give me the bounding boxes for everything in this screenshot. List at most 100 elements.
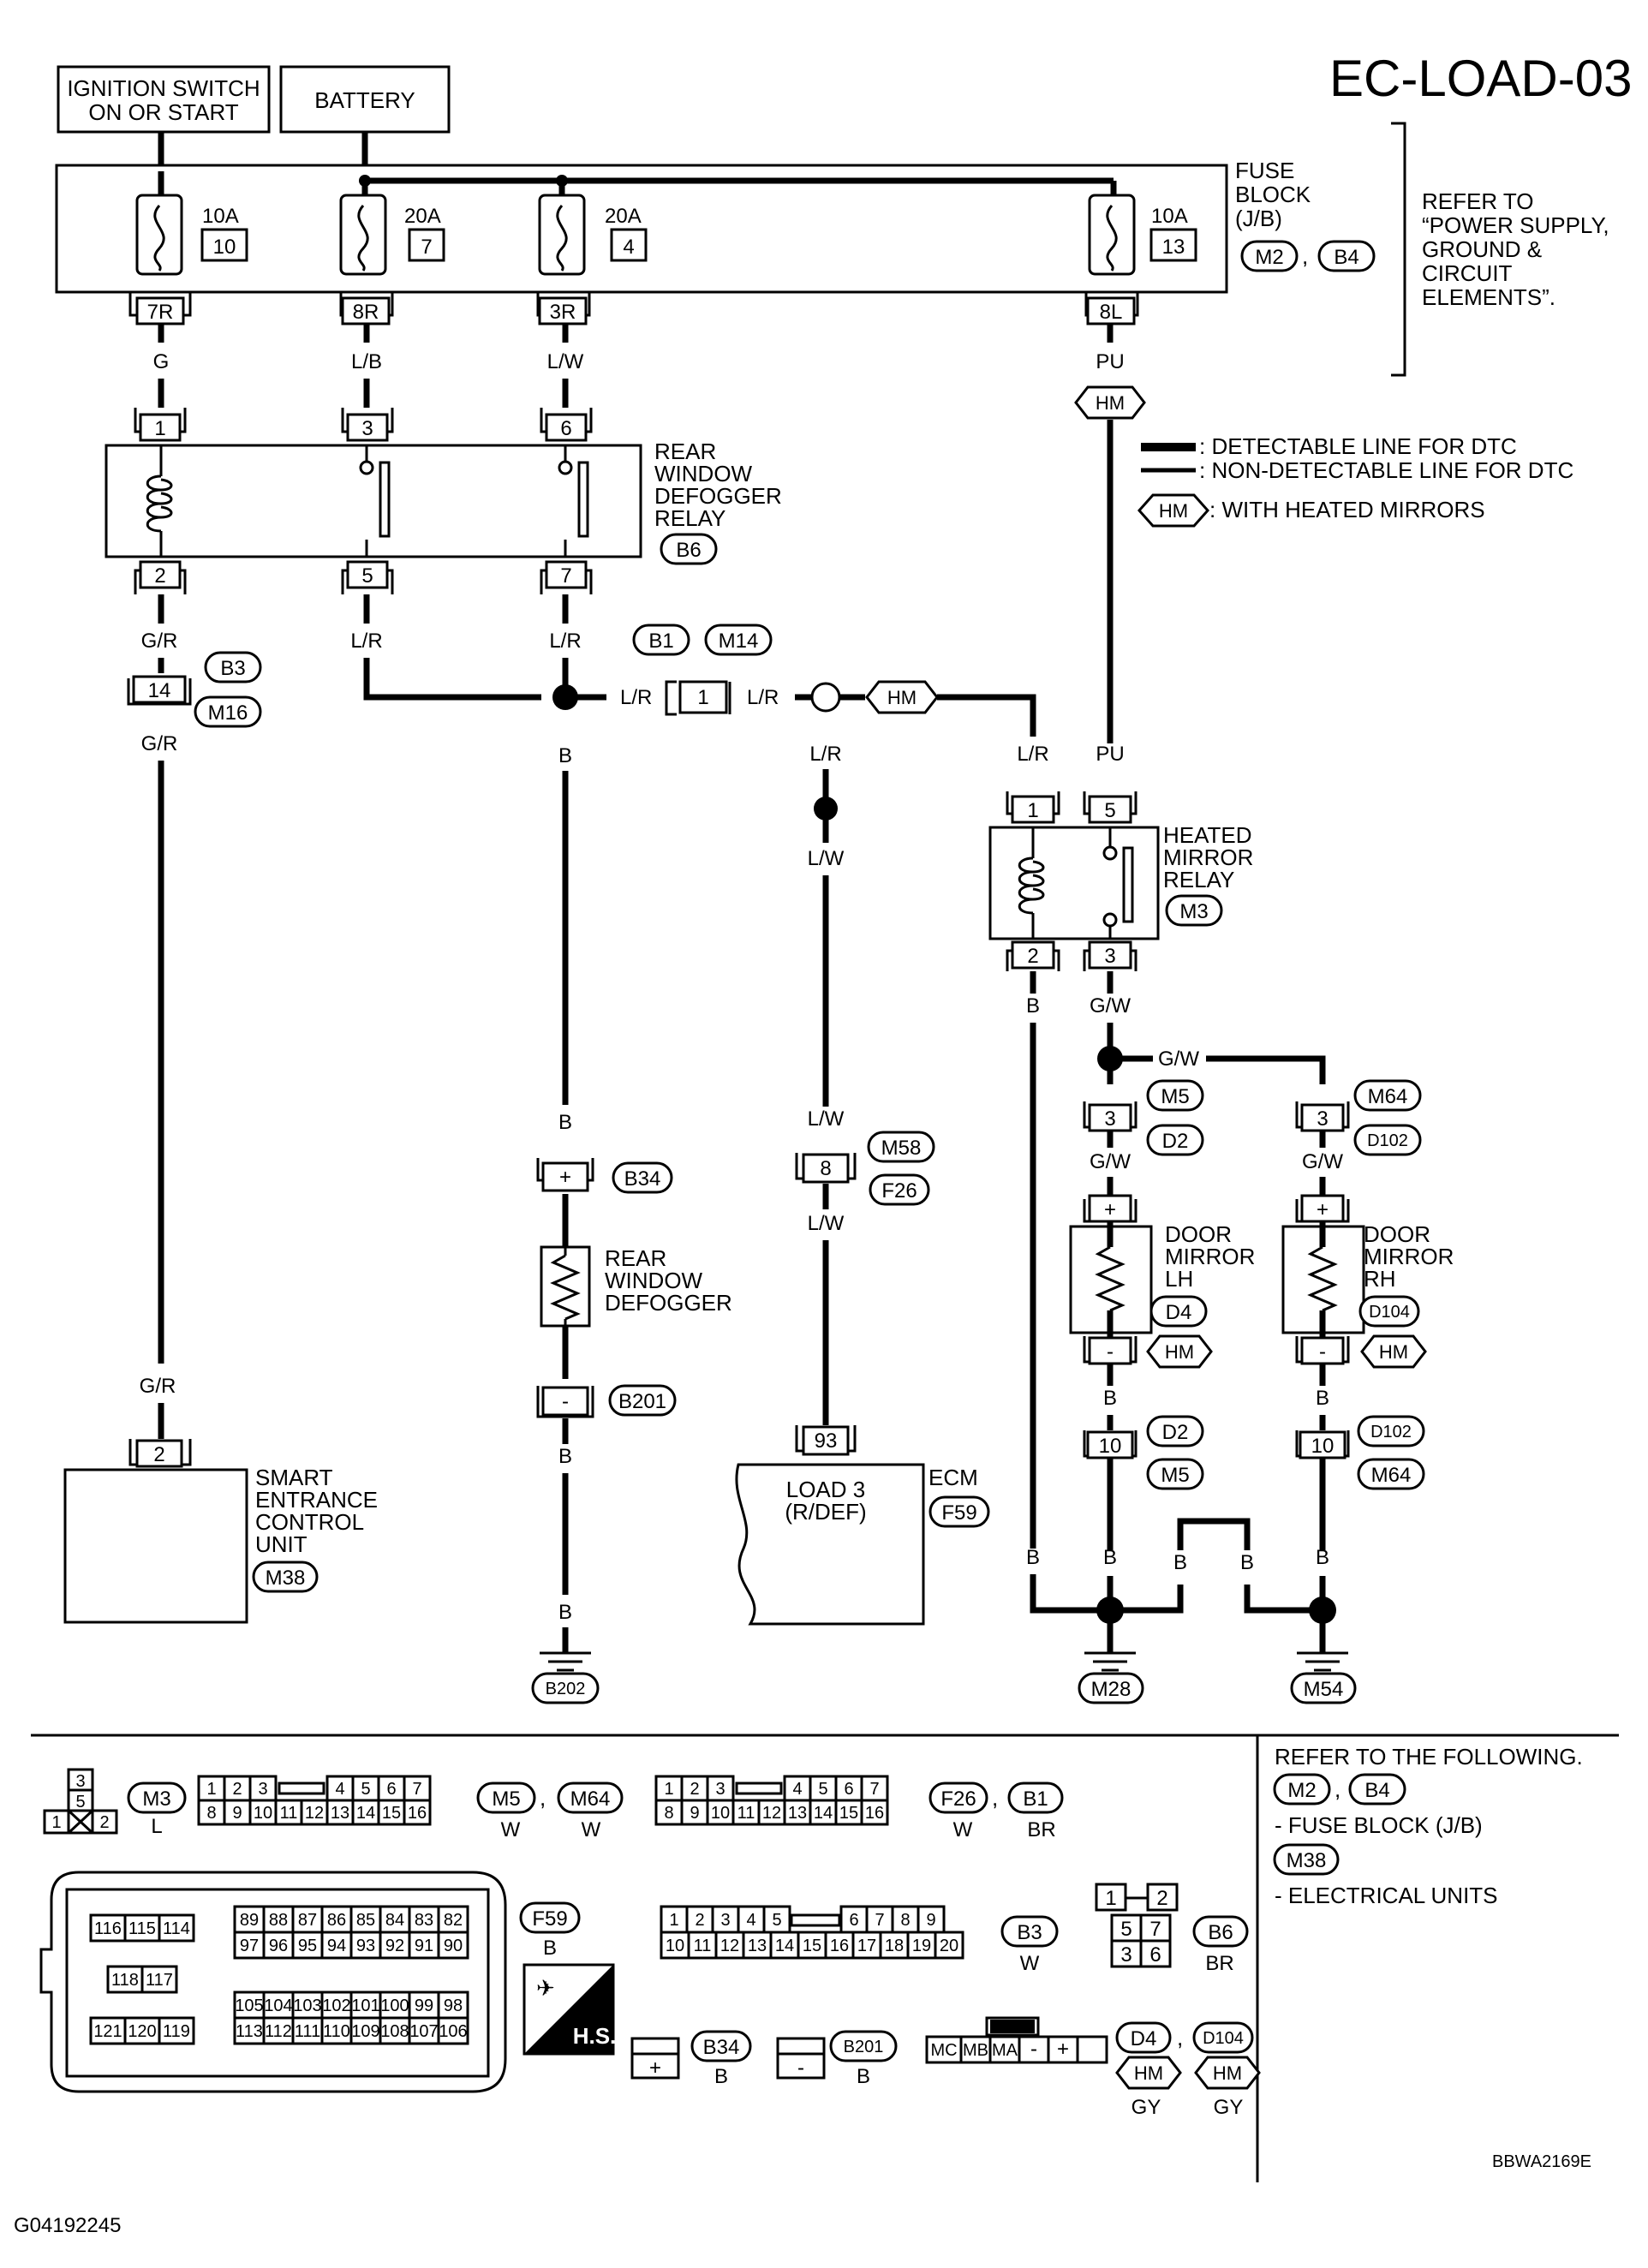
svg-text:5: 5: [1120, 1918, 1132, 1941]
svg-text:6: 6: [1149, 1943, 1161, 1967]
connector-pin: 114: [163, 1919, 190, 1938]
svg-text:D4: D4: [1166, 1301, 1192, 1324]
svg-text:M5: M5: [1161, 1464, 1189, 1487]
svg-text:D2: D2: [1162, 1421, 1189, 1444]
fuse-13: 10A 13: [1088, 194, 1197, 276]
connector-pin: 12: [720, 1937, 739, 1955]
svg-text:+: +: [1057, 2038, 1069, 2061]
figure-code-left: G04192245: [14, 2214, 121, 2237]
svg-text:3: 3: [1104, 1107, 1115, 1131]
connector-pin: 121: [93, 2022, 122, 2041]
connector-pin: 1: [664, 1780, 673, 1799]
svg-text:L/W: L/W: [808, 1212, 845, 1235]
svg-text:F59: F59: [941, 1501, 976, 1525]
svg-text:,: ,: [1177, 2025, 1183, 2050]
fuse-7: 20A 7: [339, 194, 445, 276]
battery-label: BATTERY: [314, 87, 415, 113]
svg-text:B201: B201: [618, 1390, 666, 1413]
svg-text:-: -: [1107, 1340, 1114, 1364]
connector-pin: 86: [327, 1911, 346, 1930]
svg-text:M64: M64: [1371, 1464, 1412, 1487]
svg-text:3: 3: [1120, 1943, 1132, 1967]
connector-pin: 9: [926, 1911, 935, 1930]
legend-detectable: : DETECTABLE LINE FOR DTC: [1199, 433, 1517, 459]
wire-lw-label: L/W: [547, 350, 584, 373]
door-mirror-rh: 3 M64 D102 G/W + - HM DOOR MIRROR RH D10…: [1281, 1079, 1454, 1490]
svg-text:2: 2: [1027, 945, 1038, 968]
connector-pin: 113: [236, 2022, 263, 2041]
connector-pin: 104: [264, 1996, 292, 2015]
svg-text:B: B: [1103, 1387, 1117, 1410]
ground-m54: M54: [1290, 1651, 1357, 1704]
connector-pin: 6: [849, 1911, 858, 1930]
svg-text:B: B: [1173, 1551, 1187, 1574]
svg-text:-: -: [1319, 1340, 1326, 1364]
ignition-label-1: IGNITION SWITCH: [67, 75, 260, 101]
connector-14: 14 B3 M16: [127, 651, 262, 728]
connector-pin: 3: [258, 1780, 267, 1799]
svg-text:BR: BR: [1027, 1818, 1055, 1841]
svg-text:B: B: [1316, 1387, 1329, 1410]
svg-text:D104: D104: [1203, 2029, 1244, 2048]
svg-text:HM: HM: [1159, 500, 1188, 522]
connector-pin: 10: [711, 1804, 730, 1823]
svg-text:BR: BR: [1205, 1952, 1233, 1975]
svg-text:B201: B201: [844, 2038, 884, 2056]
svg-text:HM: HM: [1096, 392, 1125, 414]
svg-text:M5: M5: [492, 1788, 520, 1811]
connector-pin: 9: [690, 1804, 699, 1823]
svg-text:DOOR: DOOR: [1165, 1221, 1232, 1247]
connector-pin: 14: [356, 1804, 375, 1823]
svg-text:-: -: [797, 2056, 804, 2080]
svg-text:B: B: [543, 1937, 557, 1960]
connector-pin: 117: [146, 1971, 173, 1990]
connector-pin: 98: [444, 1996, 463, 2015]
connector-pin: 2: [232, 1780, 242, 1799]
svg-text:+: +: [649, 2056, 661, 2080]
svg-text:GY: GY: [1132, 2096, 1161, 2119]
connector-pin: 82: [444, 1911, 463, 1930]
connector-pin: 84: [385, 1911, 404, 1930]
svg-text:MIRROR: MIRROR: [1163, 845, 1253, 870]
svg-text:-: -: [562, 1390, 569, 1413]
connector-pin: 6: [386, 1780, 396, 1799]
svg-text:1: 1: [697, 686, 708, 709]
svg-text:REAR: REAR: [654, 439, 716, 464]
svg-text:HM: HM: [1379, 1341, 1408, 1363]
svg-text:GROUND &: GROUND &: [1422, 236, 1542, 262]
ignition-switch-source: IGNITION SWITCH ON OR START: [57, 65, 271, 134]
svg-text:B6: B6: [1208, 1921, 1233, 1944]
svg-text:7: 7: [1149, 1918, 1161, 1941]
svg-text:DOOR: DOOR: [1364, 1221, 1430, 1247]
svg-text:B3: B3: [1017, 1921, 1042, 1944]
svg-text:B: B: [1240, 1551, 1254, 1574]
rear-defogger-relay: 1 3 6 2 5 7 REAR WINDOW DEFOGGER RELAY B…: [104, 408, 782, 594]
connector-pin: 6: [844, 1780, 853, 1799]
connector-pin: 102: [322, 1996, 350, 2015]
fuse-13-num: 13: [1162, 236, 1185, 259]
svg-text:L/W: L/W: [808, 1107, 845, 1131]
svg-text:93: 93: [815, 1429, 838, 1453]
svg-text:5: 5: [75, 1793, 85, 1811]
connector-pin: 107: [409, 2022, 438, 2041]
svg-text:,: ,: [1335, 1776, 1340, 1802]
svg-text:M3: M3: [1179, 900, 1208, 923]
svg-text:REAR: REAR: [605, 1245, 666, 1271]
connector-pin: 1: [206, 1780, 216, 1799]
door-mirror-lh: 3 M5 D2 G/W + - HM DOOR MIRROR LH D4 B 1…: [1069, 1079, 1255, 1490]
svg-text:HM: HM: [1134, 2062, 1163, 2084]
svg-text:UNIT: UNIT: [255, 1531, 308, 1557]
svg-text:B: B: [558, 1601, 572, 1624]
svg-text:L/R: L/R: [1017, 743, 1048, 766]
connector-pin: 88: [269, 1911, 288, 1930]
connector-pin: 108: [380, 2022, 409, 2041]
connector-pin: 4: [335, 1780, 344, 1799]
svg-text:D104: D104: [1369, 1303, 1410, 1322]
connector-pin: 119: [163, 2022, 190, 2041]
svg-text:REFER TO THE FOLLOWING.: REFER TO THE FOLLOWING.: [1275, 1744, 1583, 1770]
smart-entrance-control-unit: G/R 2 SMART ENTRANCE CONTROL UNIT M38: [63, 1375, 378, 1624]
svg-text:F59: F59: [532, 1907, 567, 1931]
svg-text:SMART: SMART: [255, 1465, 333, 1490]
